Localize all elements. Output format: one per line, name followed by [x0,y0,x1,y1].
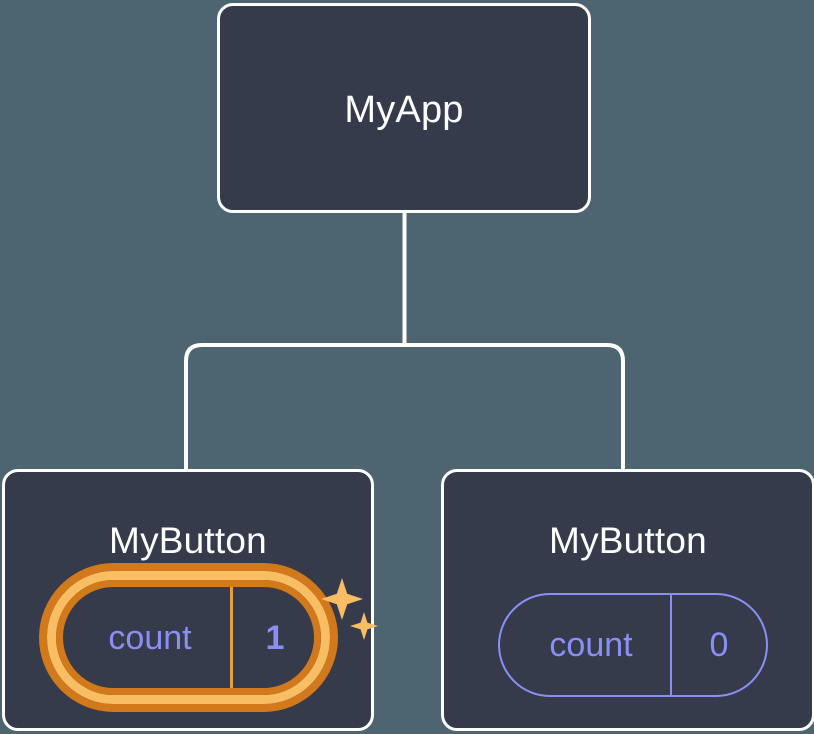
state-pill-highlight-ring [39,563,338,712]
state-pill-count[interactable]: count 0 [498,593,768,697]
component-node-title: MyButton [109,520,267,561]
component-node-title: MyApp [344,89,464,131]
component-node-mybutton-right[interactable]: MyButton count 0 [441,469,814,731]
connector-branch-bar [184,343,625,470]
state-pill-key: count [500,595,672,695]
component-node-title: MyButton [549,520,707,561]
state-pill-count-updated[interactable]: count 1 [47,571,330,704]
component-node-mybutton-left[interactable]: MyButton count 1 [2,469,378,731]
component-node-myapp[interactable]: MyApp [217,3,591,213]
state-pill-key: count [56,580,233,695]
state-pill-value: 1 [265,618,285,657]
sparkle-icon [350,612,378,640]
state-pill-value: 0 [709,626,729,664]
